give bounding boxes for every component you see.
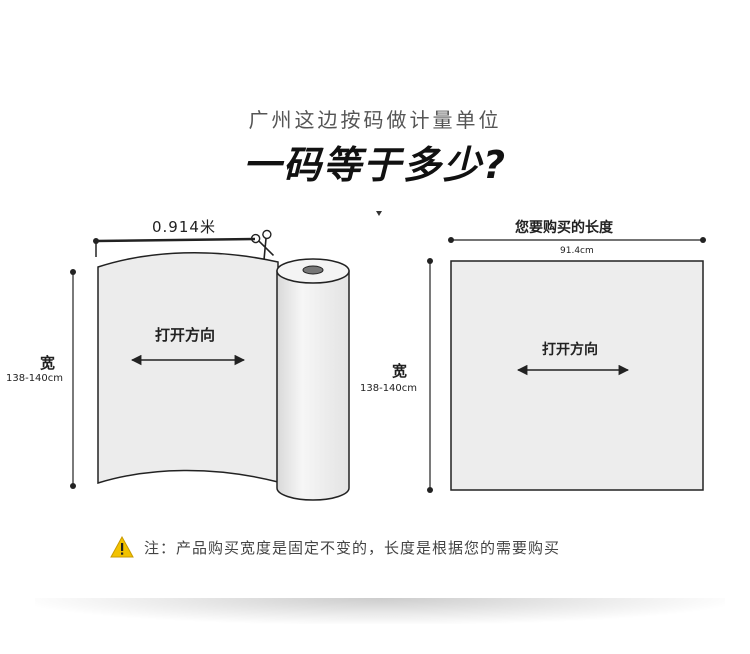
footer-note: 注：产品购买宽度是固定不变的，长度是根据您的需要购买	[144, 538, 561, 557]
roll-core	[302, 265, 324, 275]
direction-label-left: 打开方向	[155, 326, 216, 344]
width-range-left: 138-140cm	[6, 373, 64, 384]
length-label: 0.914米	[152, 218, 216, 236]
direction-label-right: 打开方向	[542, 342, 598, 358]
purchase-length-title: 您要购买的长度	[515, 220, 613, 236]
purchase-sheet	[450, 260, 704, 491]
width-label-right: 宽	[392, 362, 408, 380]
note-row: 注：产品购买宽度是固定不变的，长度是根据您的需要购买	[110, 535, 560, 559]
width-range-right: 138-140cm	[360, 383, 418, 394]
page-title: 一码等于多少?	[242, 143, 508, 187]
fabric-sheet	[97, 251, 279, 485]
length-dim-line	[95, 237, 256, 243]
divider-shadow	[35, 598, 725, 624]
warning-icon	[110, 536, 134, 558]
marker-triangle	[376, 211, 382, 216]
width-label-left: 宽	[40, 354, 56, 372]
subtitle: 广州这边按码做计量单位	[248, 108, 502, 132]
scissors-icon	[250, 229, 275, 259]
purchase-length-value: 91.4cm	[560, 246, 594, 256]
fabric-roll	[276, 270, 350, 501]
